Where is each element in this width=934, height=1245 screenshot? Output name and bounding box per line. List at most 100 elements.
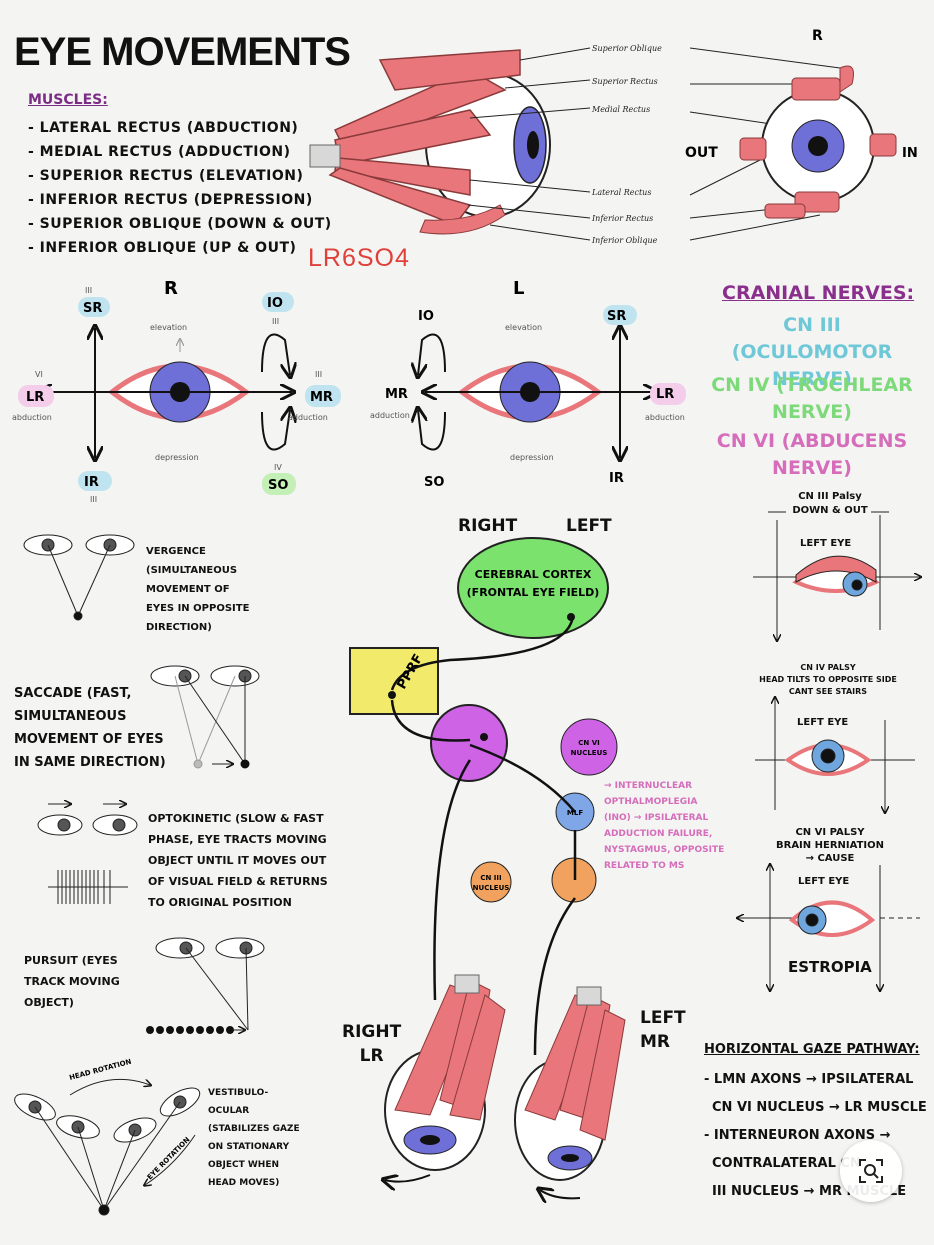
right-nerve-sr: III [85,286,92,295]
muscle-item: - INFERIOR OBLIQUE (UP & OUT) [28,240,297,256]
left-elevation: elevation [505,323,542,332]
right-io: IO [267,296,283,311]
cortex-label-line1: CEREBRAL CORTEX [475,568,592,581]
left-mr-eye [514,986,626,1198]
right-lr-line: RIGHT [342,1022,402,1042]
left-lr: LR [656,387,674,402]
cn6-palsy-eye-label: LEFT EYE [798,876,850,887]
saccade-text: SACCADE (FAST, SIMULTANEOUS MOVEMENT OF … [14,682,166,774]
ino-text: → INTERNUCLEAR OPTHALMOPLEGIA (INO) → IP… [604,778,724,874]
side-view-labels: Superior Oblique Superior Rectus Medial … [591,44,662,245]
gaze-line: CONTRALATERAL CN [712,1156,861,1171]
label-medial-rectus: Medial Rectus [591,105,650,114]
gaze-pathway-diagram [349,537,618,1056]
right-nerve-ir: III [90,495,97,504]
gaze-line: - LMN AXONS → IPSILATERAL [704,1072,914,1087]
right-lr-line: LR [359,1046,384,1066]
cn6-line2: NERVE) [772,457,852,479]
head-rotation-label: HEAD ROTATION [68,1058,132,1082]
ino-line: (INO) → IPSILATERAL [604,813,709,823]
left-abduction: abduction [645,413,685,422]
vestibulo-line: OBJECT WHEN [208,1160,280,1170]
cn4-palsy-label: CN IV PALSY HEAD TILTS TO OPPOSITE SIDE … [748,662,908,698]
right-eye-side: R [164,278,178,299]
cn4-line2: NERVE) [772,401,852,423]
saccade-line: SIMULTANEOUS [14,709,127,724]
cn3-nucleus-line2: NUCLEUS [473,884,510,892]
right-depression: depression [155,453,199,462]
pathway-right-label: RIGHT [458,516,518,536]
left-depression: depression [510,453,554,462]
left-mr: MR [385,387,408,402]
cn6-palsy-line: → CAUSE [805,853,855,864]
right-lr-label: RIGHT LR [342,1020,401,1068]
left-so: SO [424,475,444,490]
left-adduction: adduction [370,411,410,420]
vestibulo-line: (STABILIZES GAZE [208,1124,300,1134]
saccade-line: MOVEMENT OF EYES [14,732,164,747]
horizontal-gaze-heading: HORIZONTAL GAZE PATHWAY: [704,1042,920,1057]
optokinetic-line: TO ORIGINAL POSITION [148,896,292,909]
vestibulo-line: ON STATIONARY [208,1142,290,1152]
cn3-nucleus-line1: CN III [480,874,501,882]
vergence-text: VERGENCE (SIMULTANEOUS MOVEMENT OF EYES … [146,542,249,637]
cn6-label: CN VI (ABDUCENS NERVE) [700,428,924,482]
ino-line: NYSTAGMUS, OPPOSITE [604,845,725,855]
cn3-palsy-eye-label: LEFT EYE [800,538,852,549]
vergence-line: DIRECTION) [146,622,212,633]
cn4-palsy-line: CN IV PALSY [800,663,856,672]
left-eye-side: L [513,278,524,299]
optokinetic-line: OF VISUAL FIELD & RETURNS [148,875,328,888]
eye-rotation-label: EYE ROTATION [146,1136,192,1182]
optokinetic-sketch [37,804,138,904]
zoom-search-icon [859,1159,883,1183]
label-lateral-rectus: Lateral Rectus [591,188,651,197]
zoom-button[interactable] [840,1140,902,1202]
left-ir: IR [609,471,624,486]
cn3-label: CN III (OCULOMOTOR NERVE) [700,312,924,393]
saccade-sketch [150,665,260,769]
cortex-label-line2: (FRONTAL EYE FIELD) [467,586,600,599]
gaze-line: CN VI NUCLEUS → LR MUSCLE [712,1100,927,1115]
palsy-cn3-sketch [753,511,920,640]
right-nerve-mr: III [315,370,322,379]
front-view-out: OUT [685,145,718,161]
vergence-line: VERGENCE [146,546,206,557]
cn4-line1: CN IV (TROCHLEAR [711,374,913,396]
mnemonic: LR6SO4 [308,244,410,272]
ino-line: → INTERNUCLEAR [604,781,692,791]
cn4-palsy-eye-label: LEFT EYE [797,717,849,728]
label-inferior-rectus: Inferior Rectus [591,214,653,223]
saccade-line: SACCADE (FAST, [14,686,132,701]
cranial-nerves-heading: CRANIAL NERVES: [722,282,915,304]
mlf-label: MLF [567,809,583,817]
front-view-eye [739,65,897,219]
cn6-nucleus-line2: NUCLEUS [571,749,608,757]
muscle-item: - INFERIOR RECTUS (DEPRESSION) [28,192,313,208]
right-so: SO [268,478,288,493]
right-eye-diagram [40,328,292,458]
right-adduction: adduction [288,413,328,422]
pursuit-line: PURSUIT (EYES [24,954,118,967]
vestibulo-sketch [14,1078,201,1216]
cn6-line1: CN VI (ABDUCENS [716,430,908,452]
gaze-line: - INTERNEURON AXONS → [704,1128,891,1143]
front-view-side: R [812,28,823,44]
left-mr-line: LEFT [640,1008,686,1028]
vergence-line: EYES IN OPPOSITE [146,603,250,614]
right-nerve-io: III [272,317,279,326]
vergence-line: (SIMULTANEOUS [146,565,238,576]
right-nerve-so: IV [274,463,282,472]
muscles-heading: MUSCLES: [28,92,108,108]
cn4-label: CN IV (TROCHLEAR NERVE) [700,372,924,426]
muscle-item: - SUPERIOR OBLIQUE (DOWN & OUT) [28,216,332,232]
cn3-line1: CN III (OCULOMOTOR [731,314,893,363]
right-elevation: elevation [150,323,187,332]
label-inferior-oblique: Inferior Oblique [591,236,658,245]
cn6-palsy-line: BRAIN HERNIATION [776,840,884,851]
left-mr-label: LEFT MR [640,1006,686,1054]
vestibulo-line: OCULAR [208,1106,250,1116]
pursuit-line: OBJECT) [24,996,74,1009]
right-abduction: abduction [12,413,52,422]
right-sr: SR [83,301,102,316]
